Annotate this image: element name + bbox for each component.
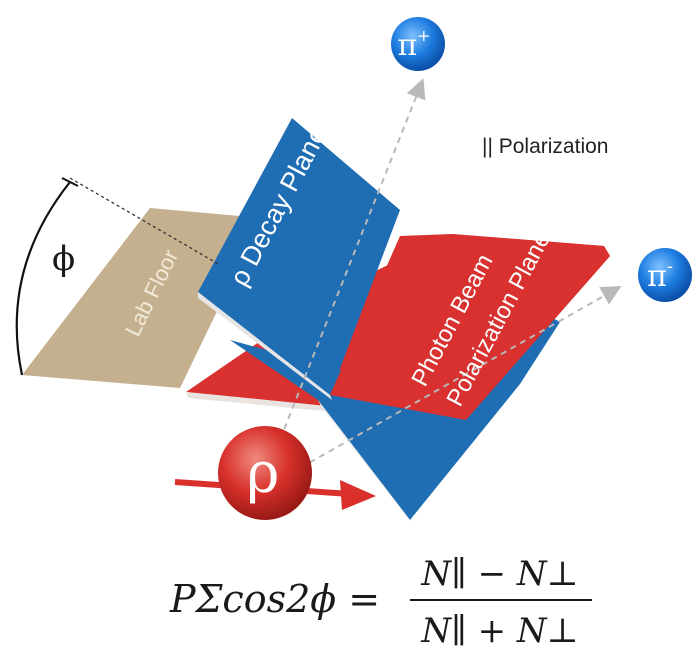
photon-plane-front — [330, 234, 610, 420]
formula-numerator: N∥ − N⊥ — [420, 554, 578, 594]
phi-arc — [15, 181, 71, 376]
lab-floor-plane — [22, 208, 262, 388]
phi-reference-line — [69, 177, 221, 266]
rho-arrow-head — [340, 480, 376, 510]
decay-plane-upper-edge — [198, 292, 332, 400]
phi-arc-tick — [61, 177, 79, 187]
phi-label: ϕ — [52, 239, 75, 279]
rho-label: ρ — [247, 441, 280, 506]
pi-plus-label: π+ — [397, 26, 430, 63]
pi-minus-label: π- — [647, 256, 673, 294]
pi-plus-track — [267, 78, 426, 471]
formula-lhs: PΣcos2ϕ = — [169, 577, 380, 621]
rho-decay-plane — [198, 118, 400, 395]
pi-plus-ball — [391, 17, 445, 71]
formula-denominator: N∥ + N⊥ — [420, 611, 578, 651]
decay-plane-lower-edge — [318, 400, 414, 526]
polarization-note: || Polarization — [482, 135, 608, 158]
pi-minus-ball — [638, 248, 692, 302]
rho-meson-ball — [218, 426, 312, 520]
pi-minus-track — [299, 286, 622, 469]
